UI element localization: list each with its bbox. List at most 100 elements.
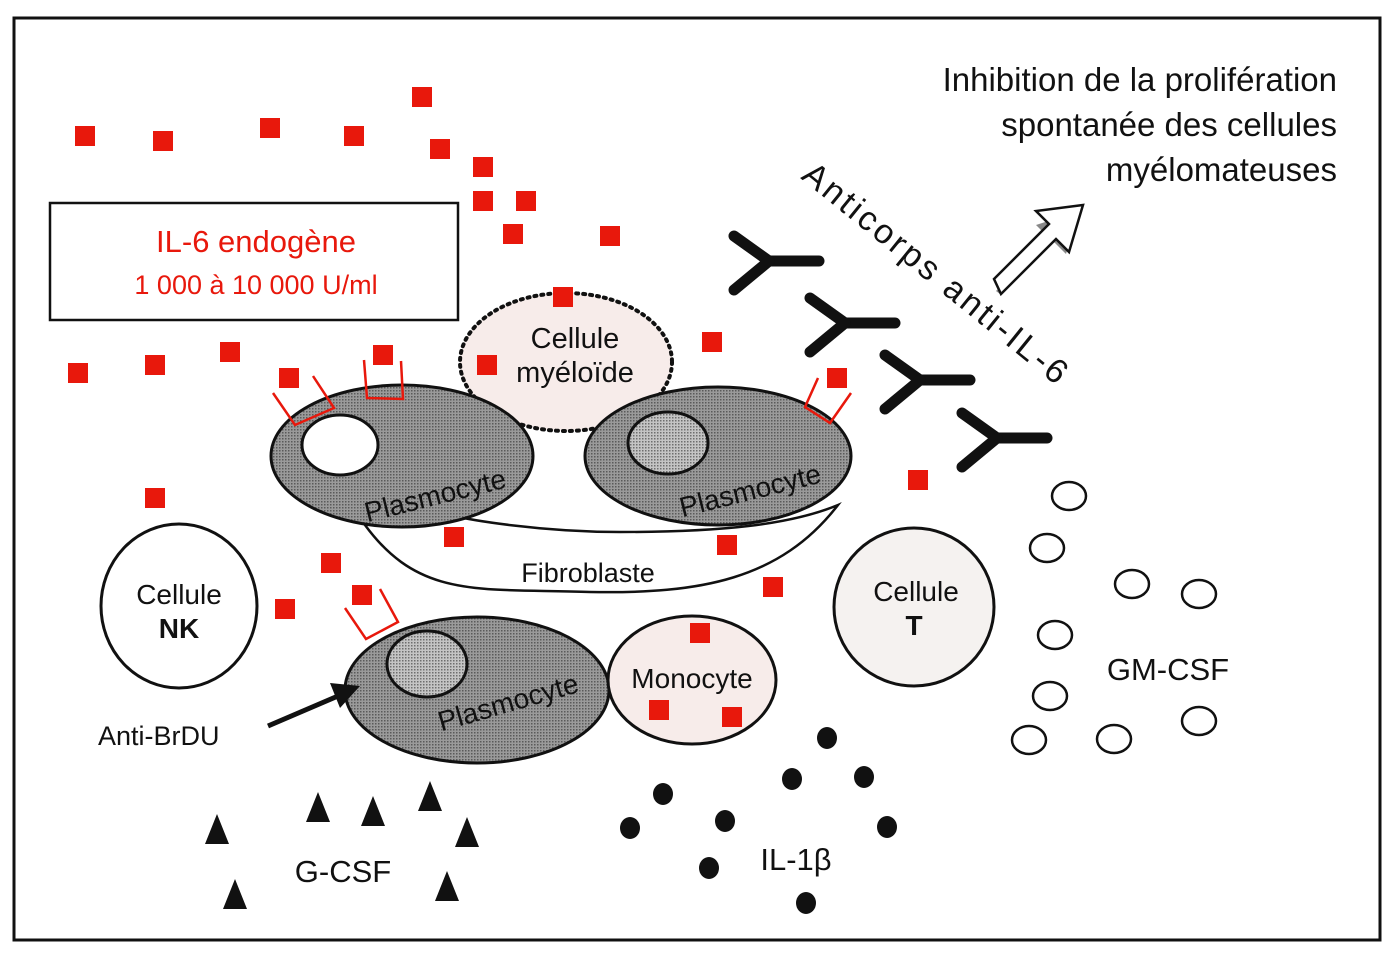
gmcsf-circle-icon xyxy=(1050,480,1088,512)
myeloid-label-2: myéloïde xyxy=(516,357,634,389)
il1b-dot-icon xyxy=(782,768,802,790)
gcsf-molecules xyxy=(205,781,479,909)
il6-square-icon xyxy=(553,287,573,307)
gcsf-label: G-CSF xyxy=(295,854,391,889)
up-arrow-icon xyxy=(992,203,1085,297)
receptor-icon xyxy=(362,359,405,401)
il6-square-icon xyxy=(908,470,928,490)
gmcsf-circle-icon xyxy=(1180,705,1218,737)
il6-square-icon xyxy=(600,226,620,246)
il1b-label: IL-1β xyxy=(760,842,831,877)
headline-line3: myélomateuses xyxy=(1106,151,1337,188)
il1b-molecules xyxy=(620,727,897,914)
t-label-1: Cellule xyxy=(873,576,959,607)
il1b-dot-icon xyxy=(653,783,673,805)
monocyte-label: Monocyte xyxy=(631,663,752,694)
headline-line2: spontanée des cellules xyxy=(1001,106,1337,143)
il6-square-icon xyxy=(473,157,493,177)
nk-label-1: Cellule xyxy=(136,579,222,610)
anti-brdu: Anti-BrDU xyxy=(98,683,360,751)
gmcsf-circle-icon xyxy=(1113,568,1151,600)
il6-square-icon xyxy=(763,577,783,597)
anti-brdu-label: Anti-BrDU xyxy=(98,721,220,751)
gmcsf-circle-icon xyxy=(1028,532,1066,564)
plasmocyte-right: Plasmocyte xyxy=(583,385,853,527)
myeloid-cell: Cellule myéloïde xyxy=(458,291,674,433)
il6-square-icon xyxy=(690,623,710,643)
gmcsf-circle-icon xyxy=(1180,578,1218,610)
il6-square-icon xyxy=(68,363,88,383)
il6-box: IL-6 endogène 1 000 à 10 000 U/ml xyxy=(48,201,460,322)
gmcsf-label: GM-CSF xyxy=(1107,652,1229,687)
antibody-icon xyxy=(728,230,825,296)
il6-square-icon xyxy=(477,355,497,375)
il6-title: IL-6 endogène xyxy=(156,224,356,259)
nk-label-2: NK xyxy=(159,613,199,644)
headline: Inhibition de la prolifération spontanée… xyxy=(943,61,1337,188)
gcsf-triangle-icon xyxy=(361,796,385,826)
il6-square-icon xyxy=(321,553,341,573)
il1b-dot-icon xyxy=(620,817,640,839)
il6-square-icon xyxy=(275,599,295,619)
arrowhead-icon xyxy=(330,683,360,708)
il6-square-icon xyxy=(145,488,165,508)
il1b-dot-icon xyxy=(817,727,837,749)
il1b-dot-icon xyxy=(699,857,719,879)
il1b-dot-icon xyxy=(877,816,897,838)
il6-square-icon xyxy=(827,368,847,388)
il6-concentration: 1 000 à 10 000 U/ml xyxy=(134,270,377,300)
il6-square-icon xyxy=(702,332,722,352)
il6-square-icon xyxy=(430,139,450,159)
plasmocyte-bottom: Plasmocyte xyxy=(343,615,611,765)
gcsf-triangle-icon xyxy=(455,817,479,847)
il6-square-icon xyxy=(722,707,742,727)
receptor-icon xyxy=(271,375,336,427)
il1b-dot-icon xyxy=(796,892,816,914)
antibody-icon xyxy=(879,349,976,415)
antibody-icon xyxy=(804,292,901,358)
nk-cell: Cellule NK xyxy=(99,522,259,690)
il6-square-icon xyxy=(649,700,669,720)
gcsf-triangle-icon xyxy=(205,814,229,844)
receptor-icon xyxy=(343,588,400,641)
gcsf-triangle-icon xyxy=(418,781,442,811)
gmcsf-circle-icon xyxy=(1036,619,1074,651)
il6-square-icon xyxy=(260,118,280,138)
il6-square-icon xyxy=(717,535,737,555)
il6-square-icon xyxy=(412,87,432,107)
il6-square-icon xyxy=(473,191,493,211)
gcsf-triangle-icon xyxy=(435,871,459,901)
il6-square-icon xyxy=(153,131,173,151)
il6-square-icon xyxy=(279,368,299,388)
il6-square-icon xyxy=(503,224,523,244)
gmcsf-molecules xyxy=(1010,480,1218,756)
myeloid-label-1: Cellule xyxy=(531,323,620,355)
gmcsf-circle-icon xyxy=(1031,680,1069,712)
il6-square-icon xyxy=(344,126,364,146)
fibroblast-label: Fibroblaste xyxy=(521,558,655,588)
t-label-2: T xyxy=(905,610,922,641)
receptors xyxy=(271,359,853,641)
il6-square-icon xyxy=(220,342,240,362)
il6-molecules xyxy=(68,87,928,727)
gcsf-triangle-icon xyxy=(306,792,330,822)
gmcsf-circle-icon xyxy=(1010,724,1048,756)
arrow-icon xyxy=(267,693,339,729)
il6-square-icon xyxy=(145,355,165,375)
il1b-dot-icon xyxy=(854,766,874,788)
headline-line1: Inhibition de la prolifération xyxy=(943,61,1337,98)
gcsf-triangle-icon xyxy=(223,879,247,909)
il1b-dot-icon xyxy=(715,810,735,832)
t-cell: Cellule T xyxy=(832,526,996,688)
antibody-icon xyxy=(956,407,1053,473)
antibodies xyxy=(728,230,1053,473)
receptor-icon xyxy=(803,377,853,425)
plasmocyte-left: Plasmocyte xyxy=(269,383,535,529)
il6-square-icon xyxy=(373,345,393,365)
fibroblast-cell: Fibroblaste xyxy=(362,502,842,594)
il6-square-icon xyxy=(75,126,95,146)
il6-square-icon xyxy=(516,191,536,211)
il6-square-icon xyxy=(352,585,372,605)
il6-square-icon xyxy=(444,527,464,547)
